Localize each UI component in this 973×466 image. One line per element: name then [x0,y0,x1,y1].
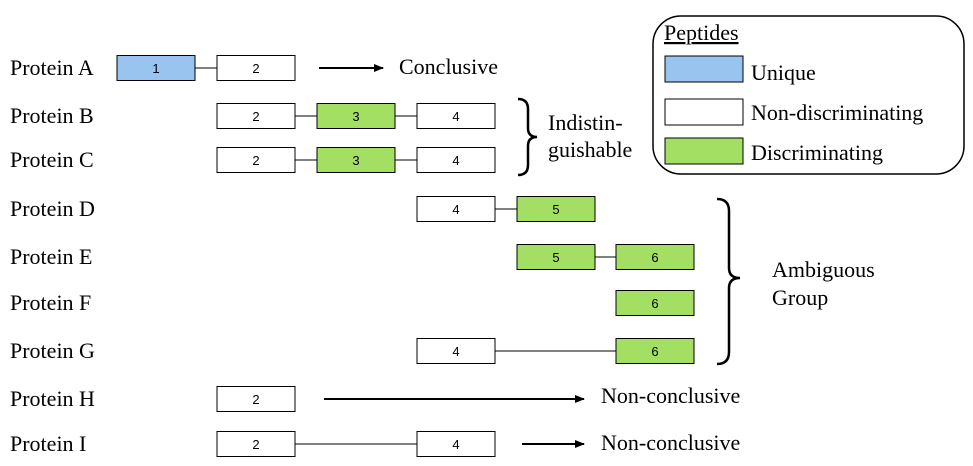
indistinguishable-brace [517,97,538,177]
peptide-id: 4 [452,344,459,359]
protein-row: Protein G 4 6 [10,338,695,364]
peptide-id: 2 [252,153,259,168]
indistinguishable-label-line1: Indistin- [548,110,623,135]
peptide-id: 4 [452,153,459,168]
protein-label: Protein A [10,55,94,80]
peptide-id: 3 [352,109,359,124]
peptide-id: 4 [452,202,459,217]
protein-label: Protein I [10,431,86,456]
peptide-box [416,338,496,364]
conclusive-label: Conclusive [399,54,498,79]
peptide-box [416,431,496,457]
protein-row: Protein H 2 [10,386,296,412]
protein-label: Protein H [10,386,95,411]
peptide-box [216,431,296,457]
peptide-box [316,103,396,129]
protein-i-outcome: Non-conclusive [601,430,740,455]
protein-row: Protein C 2 3 4 [10,147,496,173]
peptide-id: 5 [552,250,559,265]
legend-swatch-unique [664,55,744,83]
legend: Peptides Unique Non-discriminating Discr… [652,15,965,175]
legend-title: Peptides [664,20,739,45]
peptide-id: 1 [152,61,159,76]
protein-label: Protein E [10,244,93,269]
peptide-id: 4 [452,437,459,452]
peptide-id: 2 [252,109,259,124]
protein-label: Protein B [10,103,94,128]
peptide-id: 5 [552,202,559,217]
legend-label-discriminating: Discriminating [751,140,883,165]
peptide-id: 4 [452,109,459,124]
ambiguous-label-line1: Ambiguous [772,257,875,282]
peptide-box [615,244,695,270]
indistinguishable-label-line2: guishable [548,137,632,162]
peptide-id: 6 [651,344,658,359]
protein-label: Protein C [10,147,94,172]
ambiguous-label-line2: Group [772,285,828,310]
protein-row: Protein I 2 4 [10,431,496,457]
protein-label: Protein D [10,196,95,221]
peptide-id: 2 [252,392,259,407]
protein-row: Protein B 2 3 4 [10,103,496,129]
protein-row: Protein E 5 6 [10,244,695,270]
peptide-box [615,338,695,364]
legend-label-unique: Unique [751,60,816,85]
peptide-id: 6 [651,250,658,265]
peptide-box [216,55,296,81]
protein-row: Protein F 6 [10,290,695,316]
protein-row: Protein D 4 5 [10,196,596,222]
peptide-box [615,290,695,316]
peptide-id: 2 [252,437,259,452]
legend-label-non-discriminating: Non-discriminating [751,100,923,125]
legend-swatch-non-discriminating [664,98,744,126]
protein-label: Protein G [10,338,95,363]
peptide-box [416,196,496,222]
protein-row: Protein A 1 2 [10,55,296,81]
legend-swatch-discriminating [664,137,744,165]
peptide-box [216,103,296,129]
peptide-box [416,147,496,173]
peptide-box [416,103,496,129]
ambiguous-group-brace [716,197,741,366]
peptide-box [316,147,396,173]
peptide-box [516,196,596,222]
peptide-box [216,147,296,173]
peptide-id: 3 [352,153,359,168]
peptide-box [516,244,596,270]
protein-h-outcome: Non-conclusive [601,383,740,408]
peptide-box [116,55,196,81]
protein-label: Protein F [10,290,91,315]
peptide-id: 2 [252,61,259,76]
peptide-box [216,386,296,412]
peptide-id: 6 [651,296,658,311]
